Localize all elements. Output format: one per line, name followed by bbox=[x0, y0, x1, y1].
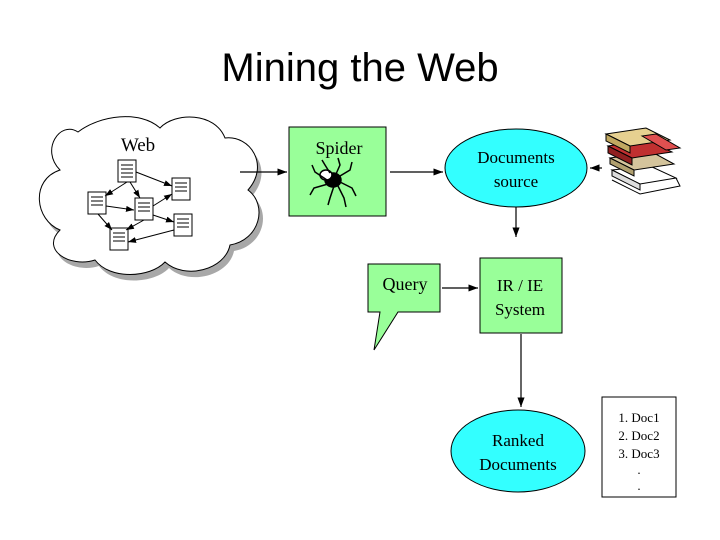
web-label: Web bbox=[121, 135, 155, 156]
result-item: 3. Doc3 bbox=[618, 446, 659, 461]
result-item: . bbox=[637, 478, 640, 493]
result-item: 1. Doc1 bbox=[618, 410, 659, 425]
ranked-documents-line1: Ranked bbox=[492, 431, 544, 450]
ranked-documents-oval bbox=[450, 409, 586, 493]
query-label: Query bbox=[383, 274, 428, 294]
ir-system-line2: System bbox=[495, 300, 545, 319]
ir-system-box bbox=[479, 257, 563, 334]
web-page-icon bbox=[109, 227, 129, 251]
result-list-box bbox=[601, 396, 677, 498]
query-callout bbox=[367, 263, 441, 351]
documents-source-oval bbox=[444, 128, 588, 208]
documents-source-line2: source bbox=[494, 172, 538, 191]
spider-icon bbox=[309, 157, 357, 208]
ranked-documents-line2: Documents bbox=[479, 455, 556, 474]
web-page-icon bbox=[173, 213, 193, 237]
web-page-icon bbox=[117, 159, 137, 183]
spider-label: Spider bbox=[316, 138, 363, 158]
books-icon bbox=[604, 127, 682, 195]
ir-system-line1: IR / IE bbox=[497, 276, 543, 295]
web-page-icon bbox=[134, 197, 154, 221]
result-item: . bbox=[637, 462, 640, 477]
slide-title: Mining the Web bbox=[221, 46, 499, 90]
documents-source-line1: Documents bbox=[477, 148, 554, 167]
web-page-icon bbox=[87, 191, 107, 215]
web-pages-graph bbox=[87, 159, 193, 251]
web-page-icon bbox=[171, 177, 191, 201]
result-item: 2. Doc2 bbox=[618, 428, 659, 443]
